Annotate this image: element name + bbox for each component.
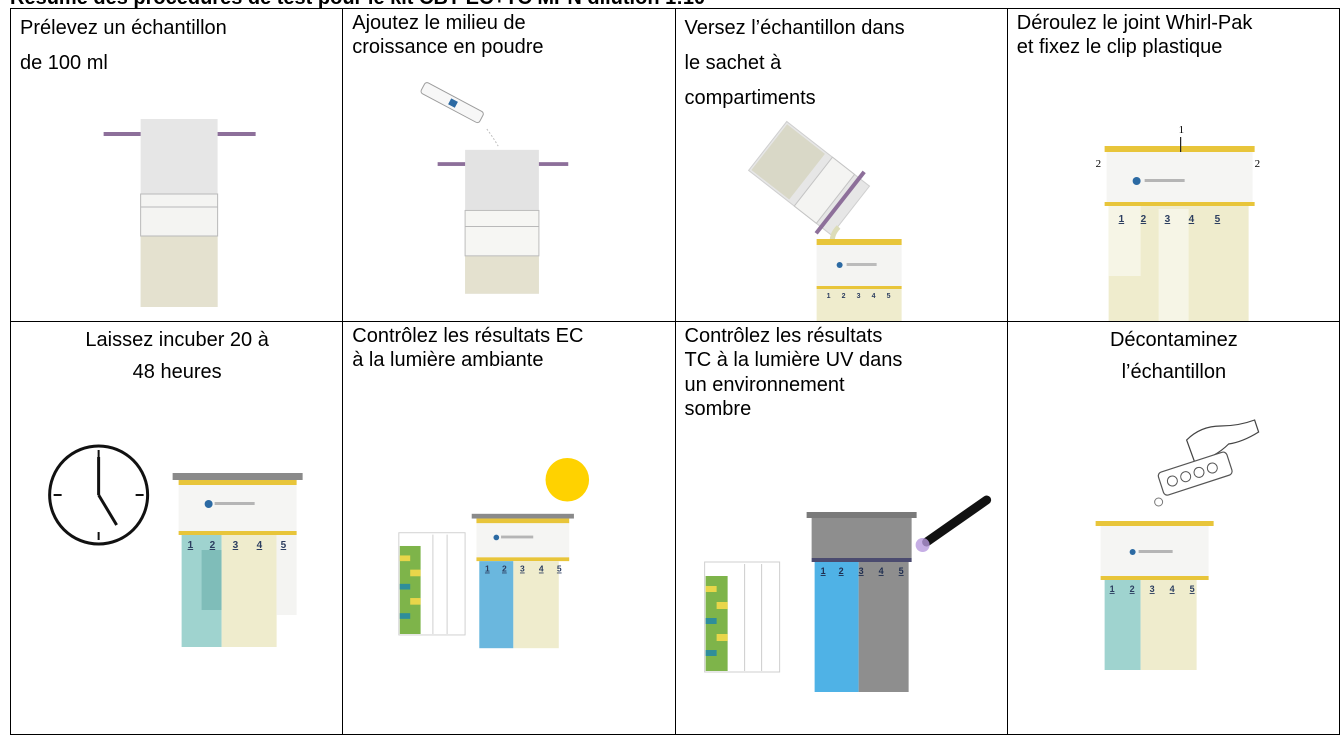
whirl-pak-seal-illustration: 1 2 2 1 2 3 4 5: [1095, 124, 1260, 321]
uv-flashlight-icon: [915, 495, 991, 552]
ambient-light-illustration: 1 2 3 4 5: [398, 457, 590, 649]
sample-bag-illustration: [103, 119, 256, 307]
step-cell-add-medium: Ajoutez le milieu de croissance en poudr…: [342, 8, 676, 322]
compartment-number: 1: [1109, 584, 1114, 594]
compartment-number: 4: [871, 293, 875, 300]
compartment-number: 5: [898, 566, 903, 576]
clock-icon: [48, 444, 150, 546]
compartment-number: 2: [210, 540, 216, 551]
compartment-number: 5: [557, 564, 562, 574]
step-caption: Prélevez un échantillon de 100 ml: [20, 17, 227, 74]
compartment-number: 3: [1149, 584, 1154, 594]
step-cell-incubate: Laissez incuber 20 à 48 heures: [9, 321, 344, 735]
compartment-number: 5: [1189, 584, 1194, 594]
procedure-row: Prélevez un échantillon de 100 ml Ajoute…: [9, 8, 1340, 322]
compartment-number: 2: [502, 564, 507, 574]
step-cell-ec-results: Contrôlez les résultats EC à la lumière …: [342, 321, 676, 735]
compartment-number: 5: [886, 293, 890, 300]
compartment-number: 2: [838, 566, 843, 576]
step-caption: Décontaminez l’échantillon: [1109, 329, 1238, 383]
compartment-number: 4: [878, 566, 883, 576]
step-cell-tc-results: Contrôlez les résultats TC à la lumière …: [674, 321, 1008, 735]
step-caption: Versez l’échantillon dans le sachet à co…: [684, 17, 905, 109]
hand-icon: [1185, 419, 1260, 463]
arrow-label: 2: [1095, 158, 1101, 170]
compartment-number: 3: [1164, 214, 1170, 225]
compartment-number: 4: [257, 540, 263, 551]
step-caption: Déroulez le joint Whirl-Pak et fixez le …: [1016, 12, 1253, 59]
incubation-illustration: 1 2 3 4 5: [48, 444, 303, 647]
arrow-label: 2: [1254, 158, 1260, 170]
compartment-number: 1: [485, 564, 490, 574]
compartment-number: 4: [1169, 584, 1174, 594]
decontamination-illustration: 1 2 3 4 5: [1095, 419, 1260, 670]
compartment-number: 2: [841, 293, 845, 300]
document-title: Résumé des procédures de test pour le ki…: [10, 0, 705, 10]
step-caption: Contrôlez les résultats TC à la lumière …: [684, 325, 903, 421]
results-bag: 1 2 3 4 5: [806, 512, 917, 692]
results-bag: 1 2 3 4 5: [471, 513, 575, 649]
compartment-number: 3: [856, 293, 860, 300]
step-cell-pour: Versez l’échantillon dans le sachet à co…: [674, 8, 1008, 322]
compartment-number: 1: [188, 540, 194, 551]
compartment-number: 4: [1188, 214, 1194, 225]
results-bag: 1 2 3 4 5: [172, 473, 303, 647]
compartment-number: 3: [858, 566, 863, 576]
mpn-table-chart: [703, 561, 780, 673]
compartment-number: 1: [820, 566, 825, 576]
results-bag: 1 2 3 4 5: [1095, 521, 1214, 670]
compartment-number: 2: [1129, 584, 1134, 594]
mpn-table-chart: [398, 532, 466, 636]
step-cell-collect: Prélevez un échantillon de 100 ml: [9, 8, 344, 322]
step-cell-decontaminate: Décontaminez l’échantillon: [1006, 321, 1340, 735]
compartment-number: 1: [826, 293, 830, 300]
powder-packet-illustration: [420, 82, 569, 294]
compartment-number: 3: [233, 540, 239, 551]
arrow-label: 1: [1178, 124, 1184, 136]
compartment-number: 4: [539, 564, 544, 574]
procedure-row: Laissez incuber 20 à 48 heures: [9, 321, 1340, 735]
sun-icon: [545, 457, 590, 502]
step-caption: Laissez incuber 20 à 48 heures: [85, 329, 269, 383]
compartment-number: 5: [1214, 214, 1220, 225]
compartment-number: 5: [281, 540, 287, 551]
step-caption: Contrôlez les résultats EC à la lumière …: [352, 325, 584, 372]
compartment-number: 2: [1140, 214, 1146, 225]
pour-sample-illustration: 1 2 3 4 5: [747, 120, 902, 321]
tablet-blister-icon: [1153, 451, 1233, 507]
compartment-number: 3: [520, 564, 525, 574]
procedure-table: Prélevez un échantillon de 100 ml Ajoute…: [9, 8, 1340, 735]
compartment-number: 1: [1118, 214, 1124, 225]
step-cell-seal: Déroulez le joint Whirl-Pak et fixez le …: [1006, 8, 1340, 322]
step-caption: Ajoutez le milieu de croissance en poudr…: [352, 12, 544, 59]
uv-light-illustration: 1 2 3 4 5: [703, 495, 991, 692]
